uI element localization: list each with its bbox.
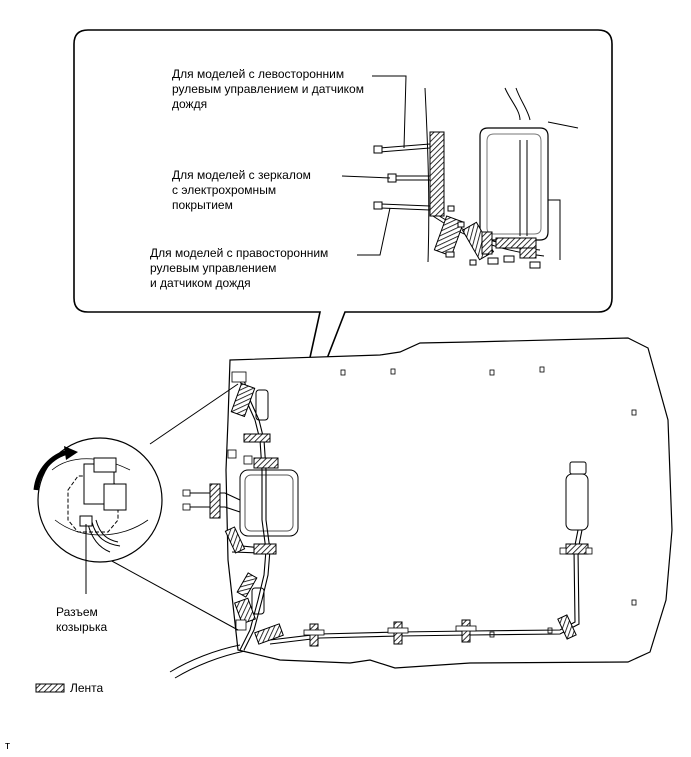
callout-electrochromic-mirror: Для моделей с зеркалом с электрохромным …: [172, 168, 311, 212]
headliner-openings: [239, 389, 589, 615]
harness-clip-bases: [182, 371, 593, 636]
detail-tape-clips: [429, 131, 541, 269]
headliner-outline: [169, 337, 673, 679]
callout-leader-lines: [341, 75, 407, 256]
visor-connector-label: Разъем козырька: [56, 605, 108, 634]
tape-legend-label: Лента: [70, 681, 104, 695]
callout-rhd-rain-sensor: Для моделей с правосторонним рулевым упр…: [150, 246, 329, 290]
detail-windshield-area: [424, 87, 579, 263]
wire-harness: [190, 379, 583, 651]
footer-mark: т: [5, 740, 11, 752]
callout-lhd-rain-sensor: Для моделей с левосторонним рулевым упра…: [172, 67, 364, 111]
visor-connector-inset: [33, 383, 239, 631]
tape-legend-swatch: [35, 683, 65, 693]
